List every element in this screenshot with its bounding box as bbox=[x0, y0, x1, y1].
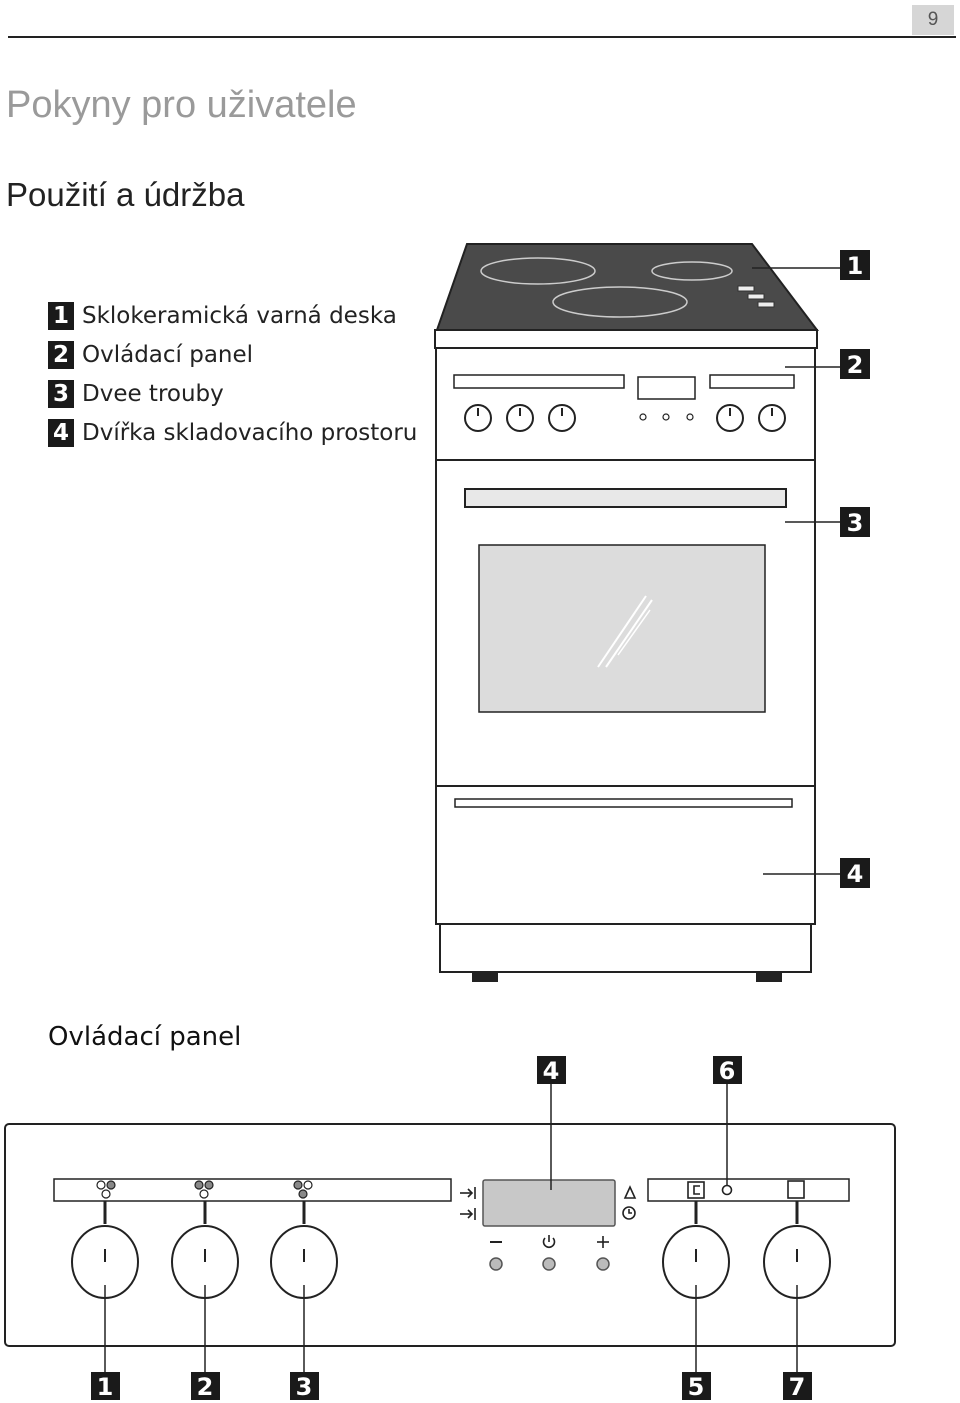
hob-knob-2[interactable] bbox=[171, 1201, 239, 1299]
callout-badge: 7 bbox=[783, 1372, 812, 1401]
callout-badge: 3 bbox=[290, 1372, 319, 1401]
callout-badge: 4 bbox=[537, 1056, 566, 1085]
legend-item: 1 Sklokeramická varná deska bbox=[48, 296, 417, 335]
callout-badge: 2 bbox=[840, 349, 870, 379]
hob-zone-icon bbox=[293, 1180, 313, 1199]
legend-number: 2 bbox=[48, 340, 74, 369]
power-icon bbox=[542, 1235, 556, 1249]
hob-control-strip bbox=[53, 1178, 452, 1202]
callout-badge: 3 bbox=[840, 507, 870, 537]
panel-heading: Ovládací panel bbox=[48, 1022, 242, 1052]
oven-function-square-icon bbox=[787, 1180, 805, 1199]
timer-display bbox=[482, 1179, 616, 1227]
parts-legend: 1 Sklokeramická varná deska 2 Ovládací pan… bbox=[48, 296, 417, 452]
cooking-zone bbox=[651, 261, 733, 281]
oven-temperature-knob[interactable] bbox=[763, 1201, 831, 1299]
page-number: 9 bbox=[912, 5, 954, 35]
callout-number: 3 bbox=[296, 1373, 313, 1401]
oven-function-knob[interactable] bbox=[662, 1201, 730, 1299]
cooking-zone bbox=[552, 286, 688, 318]
callout-number: 1 bbox=[847, 252, 864, 280]
callout-number: 5 bbox=[688, 1373, 705, 1401]
cooking-zone bbox=[480, 257, 596, 285]
callout-badge: 2 bbox=[191, 1372, 220, 1401]
legend-label: Dvee trouby bbox=[82, 380, 224, 407]
legend-label: Ovládací panel bbox=[82, 341, 254, 368]
callout-number: 2 bbox=[847, 351, 864, 379]
oven-function-icon bbox=[721, 1184, 733, 1196]
callout-number: 1 bbox=[97, 1373, 114, 1401]
callout-badge: 1 bbox=[840, 250, 870, 280]
callout-number: 3 bbox=[847, 509, 864, 537]
oven-door-handle bbox=[464, 488, 787, 508]
timer-duration-icon bbox=[460, 1208, 476, 1220]
power-button[interactable] bbox=[542, 1257, 556, 1271]
header-rule bbox=[8, 36, 956, 38]
oven-control-strip bbox=[647, 1178, 850, 1202]
small-knobs bbox=[464, 404, 786, 432]
control-panel-frame bbox=[4, 1123, 896, 1347]
callout-badge: 5 bbox=[682, 1372, 711, 1401]
legend-number: 3 bbox=[48, 379, 74, 408]
oven-light-icon bbox=[687, 1181, 705, 1199]
legend-item: 2 Ovládací panel bbox=[48, 335, 417, 374]
callout-number: 4 bbox=[847, 860, 864, 888]
hob-zone-icon bbox=[194, 1180, 214, 1199]
alarm-bell-icon bbox=[623, 1185, 637, 1199]
callout-number: 4 bbox=[543, 1057, 560, 1085]
subtitle: Použití a údržba bbox=[6, 176, 245, 213]
hob-knob-3[interactable] bbox=[270, 1201, 338, 1299]
cooker-illustration: 1 2 3 4 bbox=[434, 243, 870, 982]
legend-number: 4 bbox=[48, 418, 74, 447]
callout-badge: 6 bbox=[713, 1056, 742, 1085]
callout-badge: 1 bbox=[91, 1372, 120, 1401]
legend-label: Dvířka skladovacího prostoru bbox=[82, 419, 418, 446]
plus-button[interactable] bbox=[596, 1257, 610, 1271]
storage-drawer-handle bbox=[454, 798, 793, 808]
legend-item: 4 Dvířka skladovacího prostoru bbox=[48, 413, 417, 452]
legend-label: Sklokeramická varná deska bbox=[82, 302, 397, 329]
hob-knob-1[interactable] bbox=[71, 1201, 139, 1299]
callout-number: 2 bbox=[197, 1373, 214, 1401]
clock-icon bbox=[622, 1206, 636, 1220]
minus-button[interactable] bbox=[489, 1257, 503, 1271]
plus-icon bbox=[597, 1236, 609, 1248]
section-title: Pokyny pro uživatele bbox=[6, 84, 357, 126]
legend-number: 1 bbox=[48, 301, 74, 330]
callout-number: 6 bbox=[719, 1057, 736, 1085]
legend-item: 3 Dvee trouby bbox=[48, 374, 417, 413]
oven-window bbox=[478, 544, 766, 713]
callout-number: 7 bbox=[789, 1373, 806, 1401]
hob-zone-icon bbox=[96, 1180, 116, 1199]
timer-end-icon bbox=[460, 1187, 476, 1199]
callout-badge: 4 bbox=[840, 858, 870, 888]
